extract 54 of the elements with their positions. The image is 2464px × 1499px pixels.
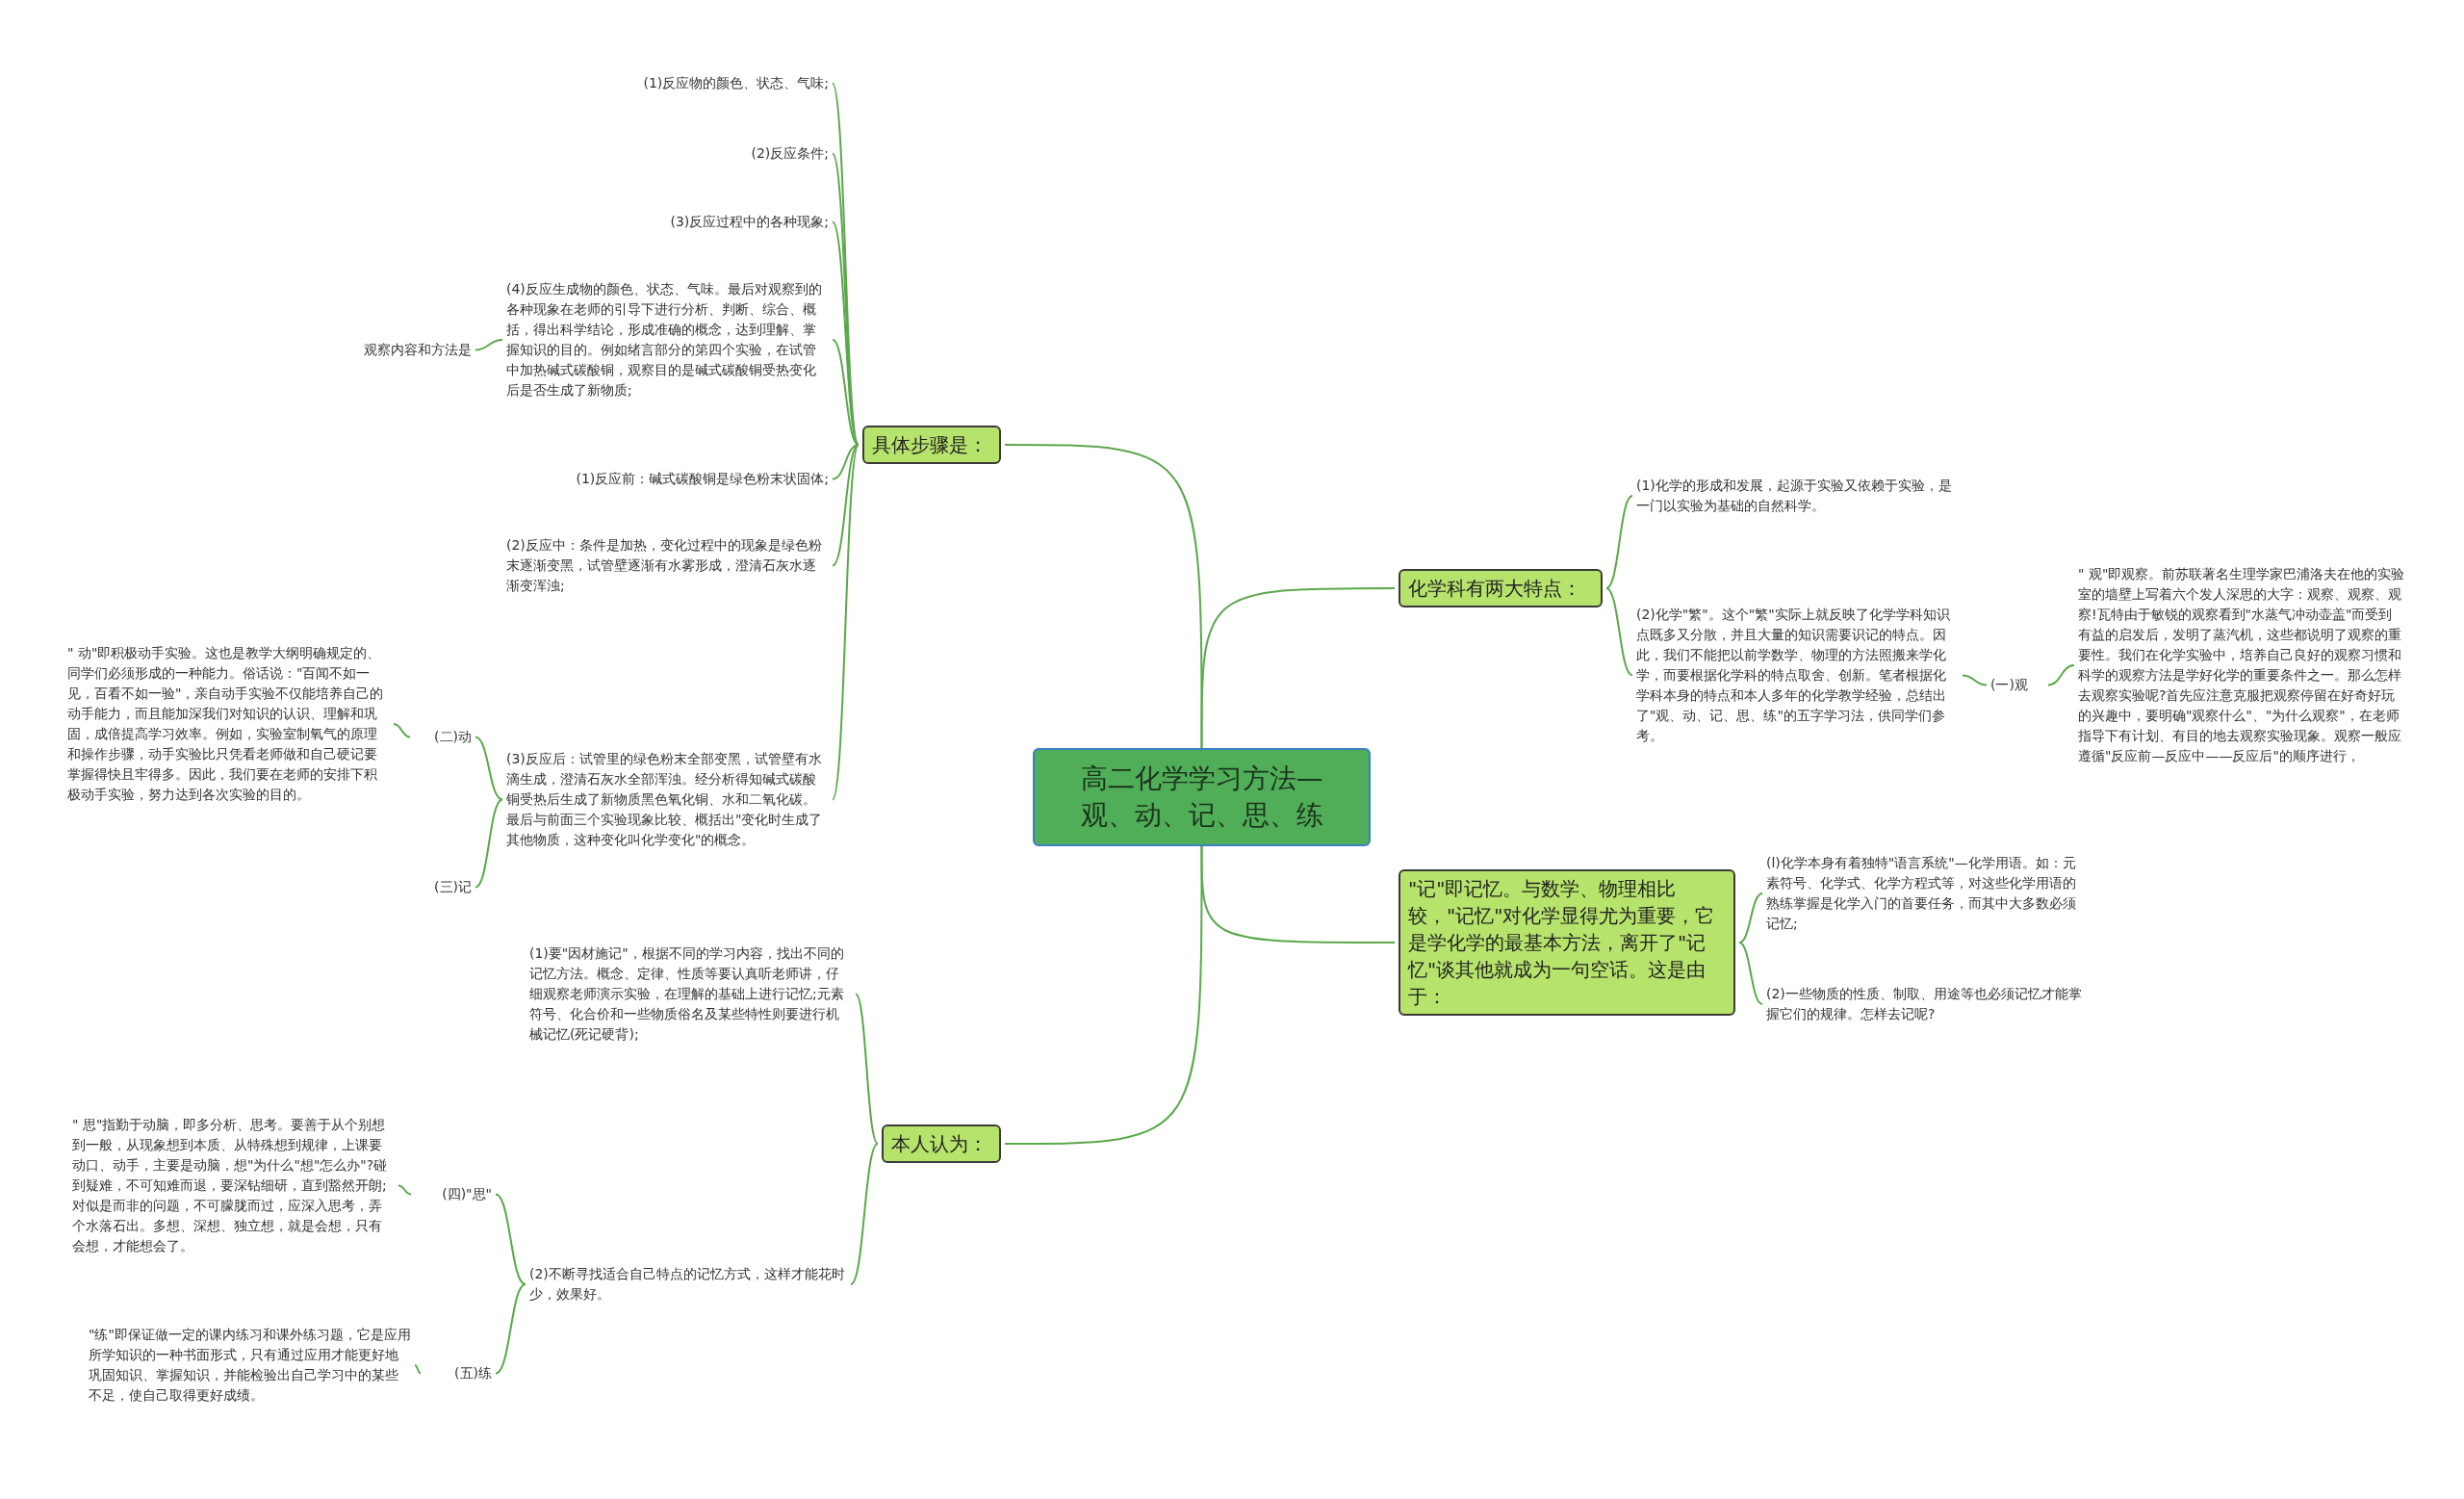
topic-text: (4)反应生成物的颜色、状态、气味。最后对观察到的各种现象在老师的引导下进行分析、判断、综合、概括，得出科学结论，形成准确的概念，达到理解、掌握知识的目的。例如绪言部分的第四个实验，在试管中加热碱式碳酸铜，观察目的是碱式碳酸铜受热变化后是否生成了新物质; [506, 279, 829, 401]
connector-line [832, 444, 860, 801]
connector-line [832, 82, 860, 446]
connector-line [475, 339, 503, 351]
connector-line [855, 993, 879, 1145]
topic-text: " 动"即积极动手实验。这也是教学大纲明确规定的、同学们必须形成的一种能力。俗话说："百闻不如一见，百看不如一验"，亲自动手实验不仅能培养自己的动手能力，而且能加深我们对知识的认识、理解和巩固，成倍提高学习效率。例如，实验室制氧气的原理和操作步骤，动手实验比只凭看老师做和自己硬记要掌握得快且牢得多。因此，我们要在老师的安排下积极动手实验，努力达到各次实验的目的。 [67, 643, 390, 805]
topic-text: " 观"即观察。前苏联著名生理学家巴浦洛夫在他的实验室的墙壁上写着六个发人深思的大字：观察、观察、观察!瓦特由于敏锐的观察看到"水蒸气冲动壶盖"而受到有益的启发后，发明了蒸汽机，这些都说明了观察的重要性。我们在化学实验中，培养自己良好的观察习惯和科学的观察方法是学好化学的重要条件之一。那么怎样去观察实验呢?首先应注意克服把观察停留在好奇好玩的兴趣中，要明确"观察什么"、"为什么观察"，在老师指导下有计划、有目的地去观察实验现象。观察一般应遵循"反应前—反应中——反应后"的顺序进行， [2078, 564, 2405, 766]
topic-text: (二)动 [414, 727, 472, 747]
connector-line [393, 723, 411, 738]
connector-line [832, 220, 860, 446]
topic-box: 化学科有两大特点： [1399, 569, 1603, 607]
topic-text: (2)不断寻找适合自己特点的记忆方式，这样才能花时少，效果好。 [529, 1264, 847, 1305]
topic-text: (2)反应条件; [636, 143, 829, 164]
topic-text: 观察内容和方法是 [318, 340, 472, 360]
topic-text: (1)反应物的颜色、状态、气味; [511, 73, 829, 93]
connector-line [850, 1143, 879, 1285]
connector-line [1738, 892, 1763, 943]
topic-text: (2)一些物质的性质、制取、用途等也必须记忆才能掌握它们的规律。怎样去记呢? [1766, 984, 2089, 1024]
topic-text: (三)记 [414, 877, 472, 897]
central-topic-box: 高二化学学习方法—观、动、记、思、练 [1033, 748, 1371, 846]
connector-line [2047, 664, 2075, 686]
connector-line [1004, 444, 1203, 749]
topic-text: (四)"思" [415, 1184, 492, 1204]
connector-line [1200, 587, 1396, 749]
topic-text: (1)化学的形成和发展，起源于实验又依赖于实验，是一门以实验为基础的自然科学。 [1636, 476, 1954, 516]
connector-line [832, 339, 860, 446]
topic-text: (3)反应后：试管里的绿色粉末全部变黑，试管壁有水滴生成，澄清石灰水全部浑浊。经分析得知碱式碳酸铜受热后生成了新物质黑色氧化铜、水和二氧化碳。最后与前面三个实验现象比较、概括出"变化时生成了其他物质，这种变化叫化学变化"的概念。 [506, 749, 829, 850]
topic-text: (1)要"因材施记"，根据不同的学习内容，找出不同的记忆方法。概念、定律、性质等要认真听老师讲，仔细观察老师演示实验，在理解的基础上进行记忆;元素符号、化合价和一些物质俗名及某些特性则要进行机械记忆(死记硬背); [529, 943, 852, 1045]
topic-text: " 思"指勤于动脑，即多分析、思考。要善于从个别想到一般，从现象想到本质、从特殊想到规律，上课要动口、动手，主要是动脑，想"为什么"想"怎么办"?碰到疑难，不可知难而退，要深钻细研，直到豁然开朗;对似是而非的问题，不可朦胧而过，应深入思考，弄个水落石出。多想、深想、独立想，就是会想，只有会想，才能想会了。 [72, 1115, 395, 1256]
connector-line [1605, 587, 1633, 677]
topic-text: (五)练 [424, 1363, 492, 1383]
connector-line [1200, 845, 1396, 943]
connector-line [832, 444, 860, 567]
connector-line [1004, 845, 1203, 1145]
topic-box: 本人认为： [882, 1124, 1001, 1163]
topic-box: "记"即记忆。与数学、物理相比较，"记忆"对化学显得尤为重要，它是学化学的最基本方法，离开了"记忆"谈其他就成为一句空话。这是由于： [1399, 869, 1735, 1016]
topic-text: (2)化学"繁"。这个"繁"实际上就反映了化学学科知识点既多又分散，并且大量的知识需要识记的特点。因此，我们不能把以前学数学、物理的方法照搬来学化学，而要根据化学科的特点取舍、创新。笔者根据化学科本身的特点和本人多年的化学教学经验，总结出了"观、动、记、思、练"的五字学习法，供同学们参考。 [1636, 605, 1959, 746]
connector-line [475, 798, 503, 889]
connector-line [1962, 674, 1988, 686]
connector-line [495, 1283, 526, 1375]
topic-text: (1)反应前：碱式碳酸铜是绿色粉末状固体; [473, 469, 829, 489]
connector-line [1605, 495, 1633, 589]
topic-text: (3)反应过程中的各种现象; [540, 212, 829, 232]
connector-line [495, 1193, 526, 1285]
connector-line [832, 444, 860, 480]
topic-box: 具体步骤是： [862, 426, 1001, 464]
topic-text: (一)观 [1990, 675, 2044, 695]
connector-line [414, 1364, 422, 1375]
connector-line [398, 1184, 412, 1196]
topic-text: (2)反应中：条件是加热，变化过程中的现象是绿色粉末逐渐变黑，试管壁逐渐有水雾形成，澄清石灰水逐渐变浑浊; [506, 535, 829, 596]
topic-text: (l)化学本身有着独特"语言系统"—化学用语。如：元素符号、化学式、化学方程式等，对这些化学用语的熟练掌握是化学入门的首要任务，而其中大多数必须记忆; [1766, 853, 2089, 934]
connector-line [1738, 942, 1763, 1005]
connector-line [475, 736, 503, 801]
topic-text: "练"即保证做一定的课内练习和课外练习题，它是应用所学知识的一种书面形式，只有通过应用才能更好地巩固知识、掌握知识，并能检验出自己学习中的某些不足，使自己取得更好成绩。 [89, 1325, 411, 1406]
